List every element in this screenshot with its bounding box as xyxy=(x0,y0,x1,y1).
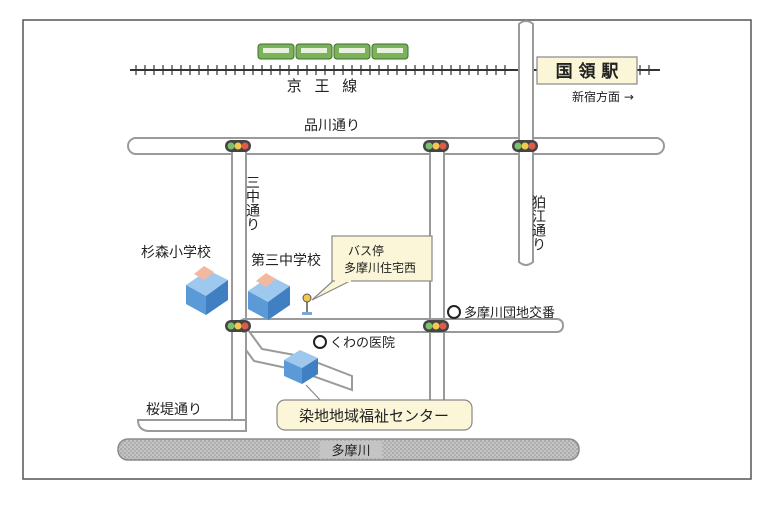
train-icon xyxy=(257,43,409,60)
sakurazutsumi-road xyxy=(136,419,247,432)
daisan-school-label: 第三中学校 xyxy=(251,252,321,269)
traffic-light-icon xyxy=(225,320,251,332)
river-label: 多摩川 xyxy=(331,443,370,459)
sugimori-school-label: 杉森小学校 xyxy=(141,244,211,261)
komae-road-label: 狛江通り xyxy=(530,195,546,251)
bus-stop-icon xyxy=(302,293,312,315)
center-label: 染地地域福祉センター xyxy=(299,407,449,425)
railway-line-label: 京 王 線 xyxy=(287,77,362,95)
police-box-label: 多摩川団地交番 xyxy=(464,305,555,321)
sakurazutsumi-road-label: 桜堤通り xyxy=(146,402,202,418)
traffic-light-icon xyxy=(423,320,449,332)
police-box-icon xyxy=(447,305,461,319)
traffic-light-icon xyxy=(512,140,538,152)
school-building-icon xyxy=(186,266,228,315)
center-building-icon xyxy=(284,350,318,384)
center-label-box xyxy=(276,399,473,431)
clinic-icon xyxy=(313,335,327,349)
sanchu-road-label: 三中通り xyxy=(244,175,260,231)
direction-label: 新宿方面 → xyxy=(572,89,634,104)
station-name: 国 領 駅 xyxy=(556,61,620,82)
clinic-label: くわの医院 xyxy=(330,336,395,351)
traffic-light-icon xyxy=(225,140,251,152)
center-pointer xyxy=(305,384,323,403)
traffic-light-icon xyxy=(423,140,449,152)
bus-stop-callout xyxy=(331,235,433,282)
river-label-bg xyxy=(320,441,382,458)
shinagawa-road-label: 品川通り xyxy=(304,118,360,134)
bus-stop-label: バス停 xyxy=(348,243,384,258)
shinagawa-road xyxy=(127,137,665,155)
school-building-icon xyxy=(248,273,290,320)
bus-stop-name: 多摩川住宅西 xyxy=(344,260,416,275)
station-label-box xyxy=(536,56,638,85)
